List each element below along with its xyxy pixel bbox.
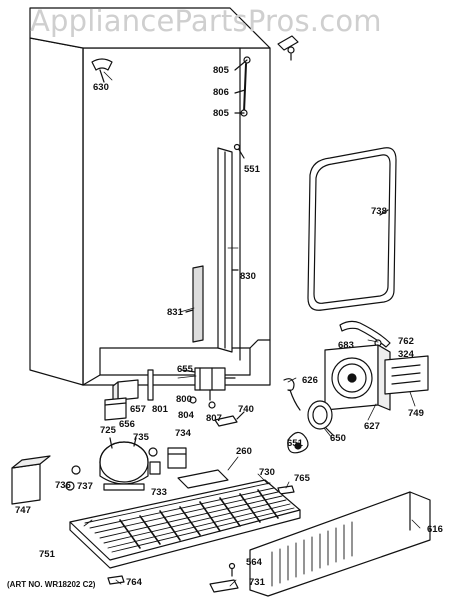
callout-564: 564 bbox=[246, 557, 262, 568]
callout-650: 650 bbox=[330, 433, 346, 444]
part-734-relay bbox=[148, 447, 187, 475]
callout-751: 751 bbox=[39, 549, 55, 560]
callout-804: 804 bbox=[178, 410, 194, 421]
callout-764: 764 bbox=[126, 577, 142, 588]
callout-656: 656 bbox=[119, 419, 135, 430]
callout-830: 830 bbox=[240, 271, 256, 282]
callout-733: 733 bbox=[151, 487, 167, 498]
callout-731: 731 bbox=[249, 577, 265, 588]
leader-lines bbox=[83, 71, 421, 587]
callout-260: 260 bbox=[236, 446, 252, 457]
callout-651: 651 bbox=[287, 438, 303, 449]
callout-735: 735 bbox=[133, 432, 149, 443]
callout-551: 551 bbox=[244, 164, 260, 175]
callout-801: 801 bbox=[152, 404, 168, 415]
callout-740: 740 bbox=[238, 404, 254, 415]
callout-627: 627 bbox=[364, 421, 380, 432]
part-731-bracket bbox=[209, 579, 239, 593]
part-656-relay bbox=[104, 397, 127, 421]
callout-683: 683 bbox=[338, 340, 354, 351]
callout-807: 807 bbox=[206, 413, 222, 424]
part-830-channel bbox=[217, 147, 239, 353]
part-725-compressor bbox=[99, 437, 149, 491]
callout-765: 765 bbox=[294, 473, 310, 484]
part-657-bracket bbox=[112, 379, 139, 405]
part-564-screw bbox=[228, 562, 236, 577]
callout-738: 738 bbox=[371, 206, 387, 217]
callout-805-top: 805 bbox=[213, 65, 229, 76]
part-730-condenser bbox=[69, 479, 301, 569]
callout-725: 725 bbox=[100, 425, 116, 436]
callout-324: 324 bbox=[398, 349, 414, 360]
callout-805-bottom: 805 bbox=[213, 108, 229, 119]
part-747-bracket bbox=[11, 455, 81, 505]
callout-800: 800 bbox=[176, 394, 192, 405]
part-738-frame bbox=[307, 147, 397, 311]
part-801-tube bbox=[147, 369, 154, 401]
part-651-fan-blade bbox=[287, 431, 309, 454]
part-831-strip bbox=[185, 265, 204, 343]
callout-626: 626 bbox=[302, 375, 318, 386]
callout-657: 657 bbox=[130, 404, 146, 415]
part-551-screw bbox=[233, 143, 245, 159]
callout-655: 655 bbox=[177, 364, 193, 375]
part-740-bracket bbox=[214, 411, 245, 427]
cabinet-shell bbox=[29, 7, 271, 386]
part-626-sensor bbox=[283, 378, 301, 411]
art-number: (ART NO. WR18202 C2) bbox=[7, 580, 96, 589]
part-627-shroud bbox=[324, 344, 429, 411]
part-650-motor bbox=[307, 400, 335, 437]
top-hinge-assembly bbox=[277, 35, 299, 61]
callout-749: 749 bbox=[408, 408, 424, 419]
callout-734: 734 bbox=[175, 428, 191, 439]
part-616-grille bbox=[249, 491, 431, 597]
callout-762: 762 bbox=[398, 336, 414, 347]
callout-806: 806 bbox=[213, 87, 229, 98]
callout-736: 736 bbox=[55, 480, 71, 491]
watermark-text: AppliancePartsPros.com bbox=[30, 4, 382, 38]
callout-737: 737 bbox=[77, 481, 93, 492]
part-630-hinge bbox=[91, 58, 113, 83]
callout-616: 616 bbox=[427, 524, 443, 535]
part-800-valve bbox=[181, 367, 236, 401]
callout-630: 630 bbox=[93, 82, 109, 93]
callout-831: 831 bbox=[167, 307, 183, 318]
part-804-fitting bbox=[189, 396, 216, 409]
callout-730: 730 bbox=[259, 467, 275, 478]
callout-747: 747 bbox=[15, 505, 31, 516]
part-806-tube bbox=[234, 56, 251, 117]
part-260-strap bbox=[177, 469, 229, 489]
